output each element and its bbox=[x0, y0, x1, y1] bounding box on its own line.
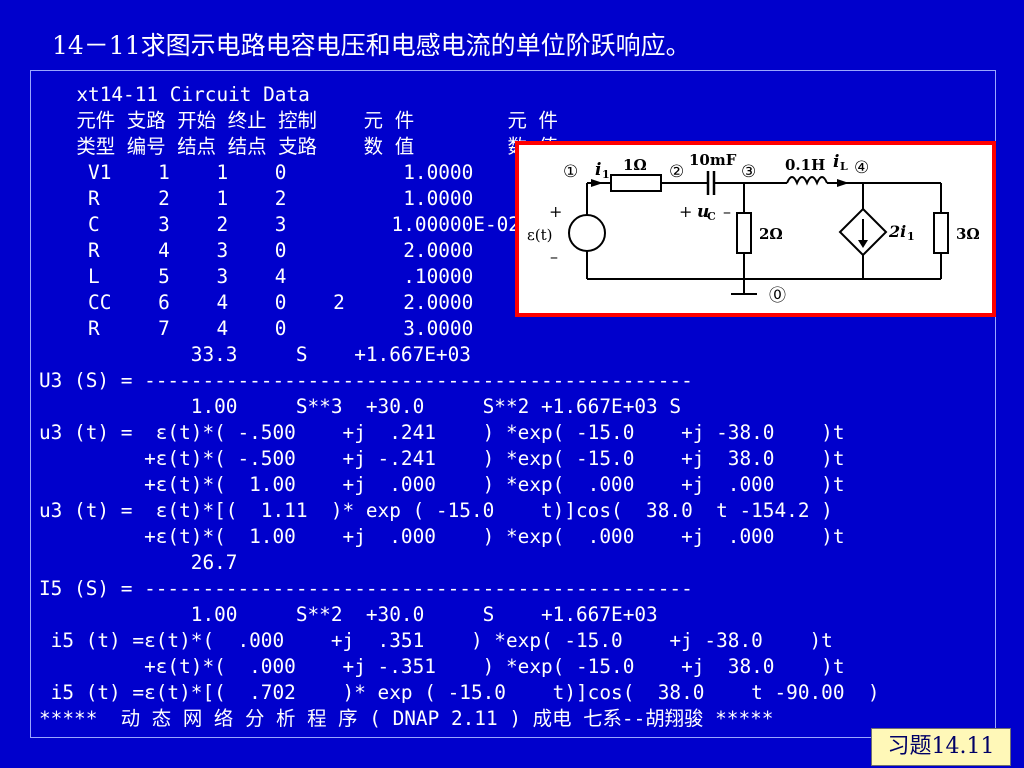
component-label: 2Ω bbox=[759, 225, 783, 243]
program-output-frame: xt14-11 Circuit Data 元件 支路 开始 终止 控制 元 件 … bbox=[30, 70, 996, 738]
output-line: u3 (t) = ε(t)*( -.500 +j .241 ) *exp( -1… bbox=[39, 421, 845, 444]
inductor-0.1h bbox=[786, 176, 828, 186]
output-line: C 3 2 3 1.00000E-02 bbox=[53, 213, 520, 236]
component-label: 0.1H bbox=[785, 156, 825, 174]
circuit-diagram: ① i 1 1Ω ② 10mF ③ 0.1H i L ④ + ε(t) – + … bbox=[527, 151, 980, 306]
component-label: 1Ω bbox=[623, 156, 647, 174]
arrow-down-icon bbox=[858, 219, 868, 248]
arrow-right-icon bbox=[591, 179, 603, 187]
arrow-right-icon bbox=[837, 179, 849, 187]
node-label: ③ bbox=[741, 162, 756, 182]
output-line: 33.3 S +1.667E+03 bbox=[39, 343, 471, 366]
resistor-3ohm bbox=[933, 212, 949, 254]
capacitor-10mf bbox=[706, 171, 716, 195]
source-subscript: 1 bbox=[907, 230, 915, 243]
output-line: R 7 4 0 3.0000 bbox=[53, 317, 474, 340]
output-line: 元件 支路 开始 终止 控制 元 件 元 件 bbox=[53, 109, 558, 132]
current-subscript: L bbox=[840, 160, 848, 173]
exercise-badge: 习题14.11 bbox=[871, 728, 1011, 766]
voltage-label: u bbox=[697, 202, 709, 222]
output-line: 1.00 S**3 +30.0 S**2 +1.667E+03 S bbox=[39, 395, 682, 418]
output-line: 1.00 S**2 +30.0 S +1.667E+03 bbox=[39, 603, 658, 626]
output-line: i5 (t) =ε(t)*[( .702 )* exp ( -15.0 t)]c… bbox=[39, 681, 880, 704]
node-label: ⓪ bbox=[769, 286, 786, 306]
polarity-plus: + bbox=[679, 202, 692, 221]
output-line: V1 1 1 0 1.0000 bbox=[53, 161, 474, 184]
node-label: ④ bbox=[854, 158, 869, 178]
output-line: +ε(t)*( .000 +j -.351 ) *exp( -15.0 +j 3… bbox=[39, 655, 845, 678]
output-line: 类型 编号 结点 结点 支路 数 值 数 值 bbox=[53, 135, 558, 158]
node-label: ① bbox=[563, 162, 578, 182]
circuit-diagram-panel: ① i 1 1Ω ② 10mF ③ 0.1H i L ④ + ε(t) – + … bbox=[515, 141, 996, 317]
output-line: xt14-11 Circuit Data bbox=[53, 83, 310, 106]
voltage-source bbox=[568, 214, 606, 252]
output-line: R 4 3 0 2.0000 bbox=[53, 239, 474, 262]
output-line: L 5 3 4 .10000 bbox=[53, 265, 474, 288]
polarity-minus: – bbox=[723, 202, 731, 221]
output-line: I5 (S) = -------------------------------… bbox=[39, 577, 693, 600]
component-label: 10mF bbox=[689, 151, 737, 169]
output-line: R 2 1 2 1.0000 bbox=[53, 187, 474, 210]
current-label: i bbox=[833, 152, 839, 172]
output-line: +ε(t)*( 1.00 +j .000 ) *exp( .000 +j .00… bbox=[39, 525, 845, 548]
polarity-plus: + bbox=[549, 202, 562, 221]
slide-title: 14－11求图示电路电容电压和电感电流的单位阶跃响应。 bbox=[52, 31, 691, 60]
resistor-2ohm bbox=[736, 212, 752, 254]
output-line: CC 6 4 0 2 2.0000 bbox=[53, 291, 474, 314]
output-line: 26.7 bbox=[39, 551, 238, 574]
output-footer: ***** 动 态 网 络 分 析 程 序 ( DNAP 2.11 ) 成电 七… bbox=[39, 707, 774, 730]
output-line: U3 (S) = -------------------------------… bbox=[39, 369, 693, 392]
resistor-1ohm bbox=[610, 174, 662, 192]
current-subscript: 1 bbox=[602, 168, 610, 181]
output-line: u3 (t) = ε(t)*[( 1.11 )* exp ( -15.0 t)]… bbox=[39, 499, 833, 522]
current-label: i bbox=[595, 160, 601, 180]
output-line: +ε(t)*( 1.00 +j .000 ) *exp( .000 +j .00… bbox=[39, 473, 845, 496]
component-label: 3Ω bbox=[956, 225, 980, 243]
output-line: i5 (t) =ε(t)*( .000 +j .351 ) *exp( -15.… bbox=[39, 629, 833, 652]
voltage-subscript: C bbox=[707, 210, 716, 223]
source-label: 2i bbox=[888, 222, 906, 241]
source-label: ε(t) bbox=[527, 226, 553, 244]
output-line: +ε(t)*( -.500 +j -.241 ) *exp( -15.0 +j … bbox=[39, 447, 845, 470]
node-label: ② bbox=[669, 162, 684, 182]
polarity-minus: – bbox=[550, 247, 558, 266]
